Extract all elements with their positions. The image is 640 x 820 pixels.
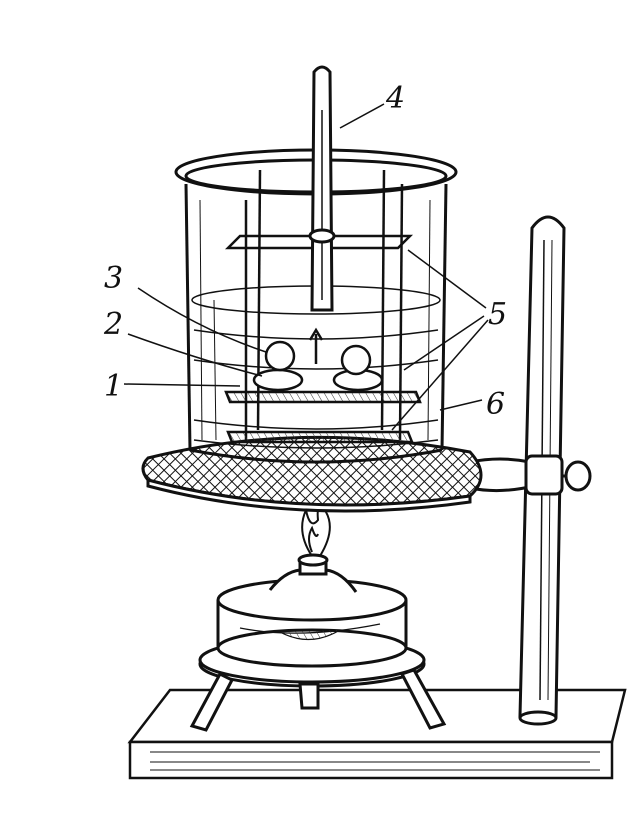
stand-clamp [468, 454, 592, 496]
flame [301, 506, 331, 557]
water [191, 285, 441, 449]
callout-labels: 4 3 2 1 5 6 [103, 81, 507, 422]
label-5: 5 [488, 297, 507, 332]
sample-platforms [224, 390, 422, 444]
base-board [127, 688, 627, 780]
label-2: 2 [103, 307, 123, 342]
thermometer [308, 65, 336, 312]
spirit-lamp [216, 553, 408, 668]
label-4: 4 [385, 81, 405, 116]
label-6: 6 [486, 387, 505, 422]
label-3: 3 [104, 261, 123, 296]
leader-lines [123, 103, 489, 431]
samples [252, 327, 384, 392]
label-1: 1 [104, 369, 123, 404]
